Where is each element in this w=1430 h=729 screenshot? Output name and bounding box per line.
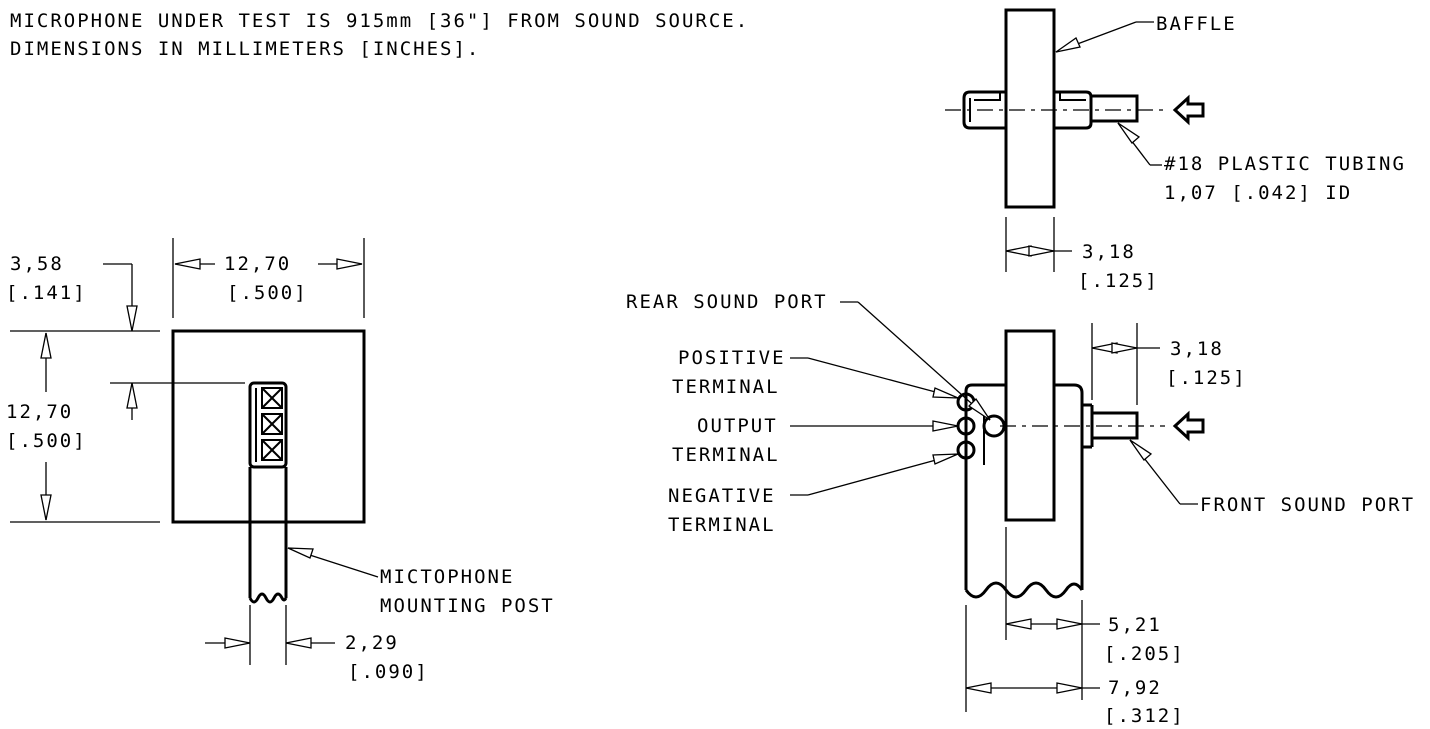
- rear-port-label: REAR SOUND PORT: [626, 291, 828, 313]
- positive-label-line1: POSITIVE: [678, 347, 786, 369]
- mounting-post-leader: MICTOPHONE MOUNTING POST: [287, 547, 555, 617]
- baffle-label: BAFFLE: [1156, 13, 1237, 35]
- terminal-block: [248, 381, 288, 469]
- baffle-dimension: 3,18 [.125]: [1005, 217, 1159, 292]
- width-dim-mm: 12,70: [224, 253, 291, 275]
- outer-dim-mm: 7,92: [1108, 677, 1162, 699]
- top-view: BAFFLE #18 PLASTIC TUBING 1,07 [.042] ID…: [945, 8, 1406, 292]
- note-units: DIMENSIONS IN MILLIMETERS [INCHES].: [10, 38, 480, 60]
- post-dimension: 2,29 [.090]: [205, 632, 429, 683]
- rear-port-leader: REAR SOUND PORT: [626, 291, 991, 421]
- baffle-dim-in: [.125]: [1078, 270, 1159, 292]
- tube-dimension: 3,18 [.125]: [1091, 323, 1247, 405]
- height-dim-mm: 12,70: [6, 401, 73, 423]
- side-view: 3,18 [.125] REAR SOUND PORT POSITIVE TER…: [626, 291, 1415, 727]
- negative-label-line2: TERMINAL: [668, 514, 776, 536]
- baffle-leader: BAFFLE: [1055, 13, 1237, 53]
- post-label-line1: MICTOPHONE: [380, 566, 514, 588]
- baffle-top: [1004, 8, 1056, 209]
- front-port-leader: FRONT SOUND PORT: [1129, 439, 1415, 516]
- post-label-line2: MOUNTING POST: [380, 595, 555, 617]
- tube-dim-in: [.125]: [1166, 367, 1247, 389]
- mounting-post: [248, 467, 288, 604]
- height-dimension: 12,70 [.500]: [6, 332, 87, 521]
- microphone-body: [171, 329, 366, 524]
- negative-label-line1: NEGATIVE: [668, 485, 776, 507]
- positive-label-line2: TERMINAL: [672, 376, 780, 398]
- note-distance: MICROPHONE UNDER TEST IS 915mm [36"] FRO…: [10, 10, 749, 32]
- post-dim-in: [.090]: [348, 661, 429, 683]
- width-dimension: 12,70 [.500]: [174, 253, 363, 304]
- top-offset-mm: 3,58: [10, 253, 64, 275]
- sound-source-arrow-side: [1172, 410, 1205, 442]
- positive-terminal-leader: POSITIVE TERMINAL: [672, 347, 959, 399]
- post-dim-mm: 2,29: [345, 632, 399, 654]
- top-offset-in: [.141]: [6, 282, 87, 304]
- front-view: 12,70 [.500] 3,58 [.141] 12,70 [.500]: [6, 238, 555, 683]
- front-port-label: FRONT SOUND PORT: [1200, 494, 1415, 516]
- height-dim-in: [.500]: [6, 430, 87, 452]
- notes: MICROPHONE UNDER TEST IS 915mm [36"] FRO…: [10, 10, 749, 60]
- output-label-line1: OUTPUT: [697, 415, 778, 437]
- negative-terminal-leader: NEGATIVE TERMINAL: [668, 453, 959, 536]
- sound-source-arrow-top: [1172, 94, 1205, 126]
- outer-dimension: 7,92 [.312]: [965, 605, 1185, 727]
- tubing-label-line2: 1,07 [.042] ID: [1164, 182, 1352, 204]
- output-terminal-leader: OUTPUT TERMINAL: [672, 415, 959, 466]
- output-label-line2: TERMINAL: [672, 444, 780, 466]
- outer-dim-in: [.312]: [1104, 705, 1185, 727]
- tubing-leader: #18 PLASTIC TUBING 1,07 [.042] ID: [1117, 122, 1406, 204]
- tube-dim-mm: 3,18: [1170, 338, 1224, 360]
- top-offset-dimension: 3,58 [.141]: [6, 253, 138, 420]
- width-dim-in: [.500]: [227, 282, 308, 304]
- tubing-label-line1: #18 PLASTIC TUBING: [1164, 153, 1406, 175]
- inner-dim-mm: 5,21: [1108, 614, 1162, 636]
- inner-dim-in: [.205]: [1104, 643, 1185, 665]
- inner-dimension: 5,21 [.205]: [1005, 527, 1185, 700]
- baffle-dim-mm: 3,18: [1082, 241, 1136, 263]
